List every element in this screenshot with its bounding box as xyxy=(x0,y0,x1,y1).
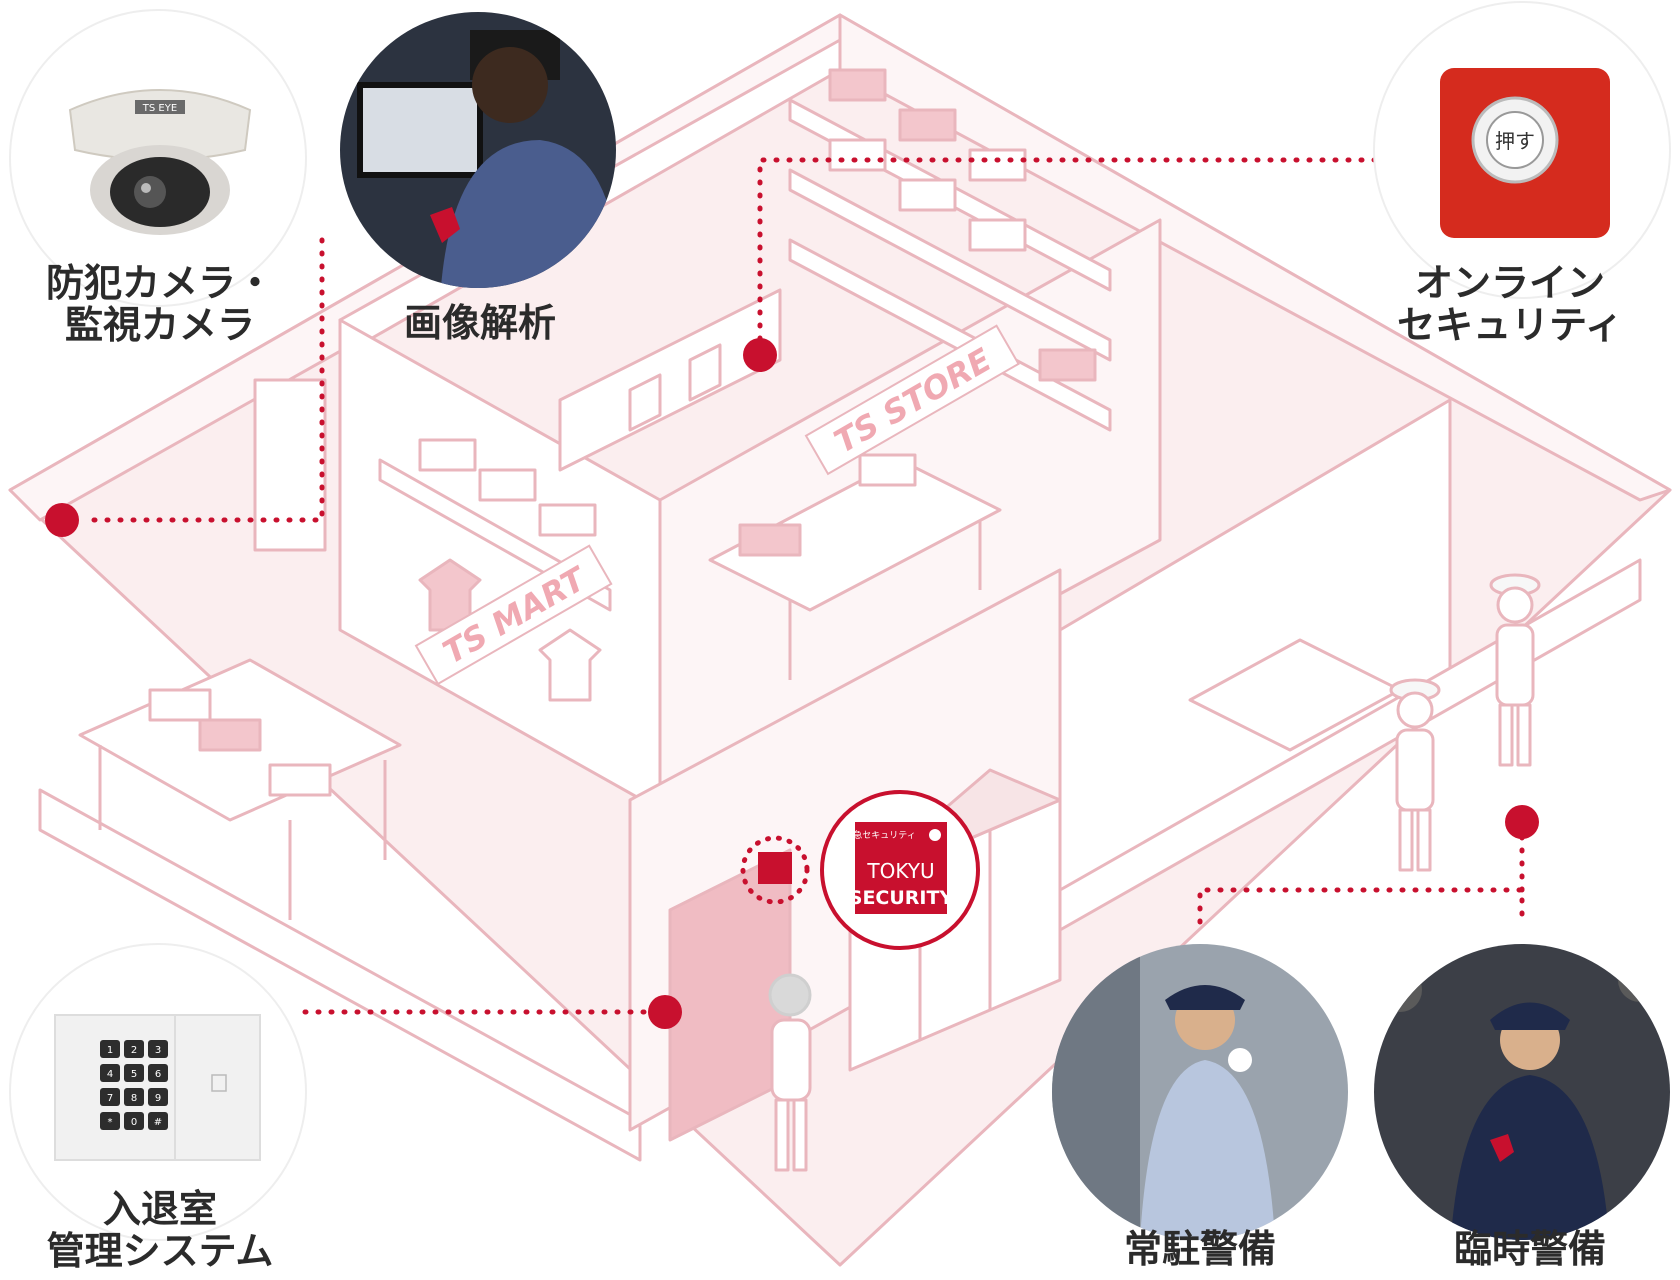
keypad-key xyxy=(124,1112,144,1130)
keypad-key xyxy=(124,1088,144,1106)
connector-guards xyxy=(1197,887,1525,925)
folded-clothes-pink xyxy=(898,108,957,142)
folded-clothes xyxy=(538,503,597,537)
folded-clothes xyxy=(858,453,917,487)
label-station-guard: 常駐警備 xyxy=(1123,1227,1276,1271)
cashier-monitor-1 xyxy=(628,373,662,432)
label-security-camera-line2: 監視カメラ xyxy=(64,303,255,347)
online-security-photo: 押す xyxy=(1373,1,1671,299)
keypad-key xyxy=(100,1088,120,1106)
keypad-key-label: 2 xyxy=(131,1045,137,1056)
keypad-key xyxy=(124,1064,144,1082)
keypad-key-label: * xyxy=(108,1117,113,1128)
door-security-sticker xyxy=(758,852,792,884)
sensor-dot-wall xyxy=(45,503,79,537)
keypad-key xyxy=(100,1040,120,1058)
folded-clothes xyxy=(148,688,212,722)
keypad-keys: 1 2 3 4 5 6 7 8 9 * 0 # xyxy=(100,1040,168,1130)
label-access-control-line1: 入退室 xyxy=(102,1187,217,1231)
label-security-camera-line1: 防犯カメラ・ xyxy=(45,261,274,305)
camera-photo: TS EYE xyxy=(9,9,307,307)
access-control-photo: 1 2 3 4 5 6 7 8 9 * 0 # xyxy=(9,943,307,1241)
label-online-security-line2: セキュリティ xyxy=(1397,303,1623,347)
keypad-key-label: 6 xyxy=(155,1069,161,1080)
badge-logo-icon xyxy=(929,829,941,841)
keypad-key-label: # xyxy=(154,1117,162,1128)
station-guard-photo xyxy=(1052,944,1348,1240)
back-door xyxy=(253,378,327,552)
keypad-panel xyxy=(54,1014,261,1161)
folded-clothes-pink xyxy=(828,68,887,102)
front-wall-left xyxy=(38,788,642,1162)
badge-brand-line1: TOKYU xyxy=(866,859,934,883)
keypad-key-label: 1 xyxy=(107,1045,113,1056)
camera-brand: TS EYE xyxy=(142,103,177,114)
folded-clothes-pink xyxy=(1038,348,1097,382)
sensor-dot-cashier xyxy=(743,338,777,372)
label-security-camera: 防犯カメラ・ 監視カメラ xyxy=(20,262,300,346)
hanging-shirt xyxy=(538,628,602,702)
folded-clothes xyxy=(898,178,957,212)
alarm-button-text: 押す xyxy=(1495,129,1535,153)
keypad-key xyxy=(100,1112,120,1130)
keypad-key-label: 8 xyxy=(131,1093,137,1104)
locker-3 xyxy=(988,798,1062,1012)
keypad-key-label: 4 xyxy=(107,1069,113,1080)
folded-clothes xyxy=(968,148,1027,182)
keypad-key xyxy=(148,1088,168,1106)
connector-lines xyxy=(87,157,1525,1015)
folded-clothes-pink xyxy=(738,523,802,557)
keypad-key-label: 0 xyxy=(131,1117,137,1128)
guard-figure xyxy=(1389,678,1441,872)
store-table-top xyxy=(708,458,1002,612)
folded-clothes xyxy=(478,468,537,502)
folded-clothes xyxy=(418,438,477,472)
label-online-security-line1: オンライン xyxy=(1414,261,1605,305)
temporary-guard-photo xyxy=(1374,944,1670,1240)
badge-brand-line2: SECURITY xyxy=(849,887,954,909)
keypad-key xyxy=(148,1064,168,1082)
label-temporary-guard: 臨時警備 xyxy=(1453,1227,1606,1271)
keypad-key-label: 7 xyxy=(107,1093,113,1104)
folded-clothes xyxy=(968,218,1027,252)
cashier-monitor-2 xyxy=(688,343,722,402)
sensor-dot-guard-room xyxy=(1505,805,1539,839)
folded-clothes xyxy=(268,763,332,797)
label-access-control-line2: 管理システム xyxy=(46,1229,274,1273)
keypad-key xyxy=(124,1040,144,1058)
sensor-dot-entrance xyxy=(648,995,682,1029)
keypad-key-label: 5 xyxy=(131,1069,137,1080)
shelf-middle xyxy=(788,168,1112,362)
keypad-key xyxy=(100,1064,120,1082)
badge-top-text: 東急セキュリティ xyxy=(844,829,915,841)
label-access-control: 入退室 管理システム xyxy=(20,1188,300,1272)
folded-clothes xyxy=(828,138,887,172)
connector-camera xyxy=(87,237,325,523)
label-online-security: オンライン セキュリティ xyxy=(1380,262,1640,346)
folded-clothes-pink xyxy=(198,718,262,752)
keypad-key xyxy=(148,1040,168,1058)
keypad-key-label: 3 xyxy=(155,1045,161,1056)
label-image-analysis: 画像解析 xyxy=(403,301,556,345)
keypad-key-label: 9 xyxy=(155,1093,161,1104)
cashier-counter xyxy=(558,288,782,472)
guard-figure xyxy=(1489,573,1541,767)
tokyu-security-badge: 東急セキュリティ TOKYU SECURITY xyxy=(820,790,980,950)
keypad-key xyxy=(148,1112,168,1130)
door-panel-highlight xyxy=(740,835,810,905)
hanging-shirt-pink xyxy=(418,558,482,632)
visitor-figure xyxy=(768,973,812,1172)
